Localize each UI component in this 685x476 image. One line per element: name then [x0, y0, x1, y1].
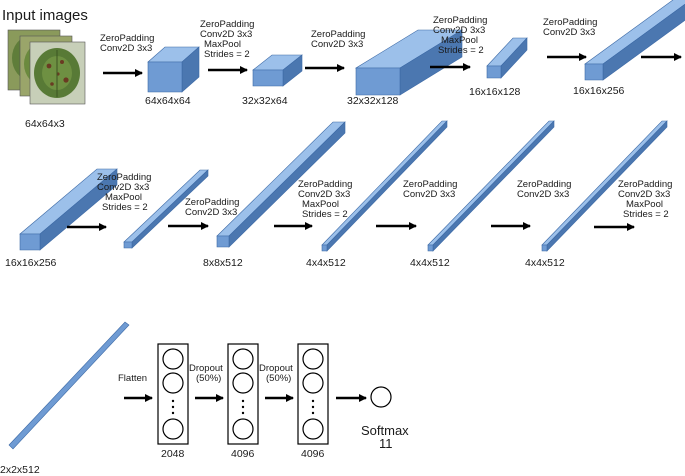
- dims-label: 32x32x128: [347, 95, 399, 107]
- dropout-label: Dropout: [259, 363, 293, 374]
- flow-arrows: [67, 53, 682, 402]
- input-dims-label: 64x64x3: [25, 118, 65, 130]
- op-label: Conv2D 3x3: [403, 189, 455, 200]
- dimension-labels: 64x64x64 32x32x64 32x32x128 16x16x128 16…: [0, 85, 625, 476]
- box-front-face: [252, 69, 284, 87]
- feature-map-box: [321, 120, 448, 252]
- op-label: Conv2D 3x3: [185, 207, 237, 218]
- dims-label: 4x4x512: [410, 257, 450, 269]
- op-label: Strides = 2: [102, 202, 148, 213]
- dropout-label: (50%): [196, 373, 221, 384]
- dense-size-label: 4096: [301, 448, 325, 460]
- dims-label: 4x4x512: [525, 257, 565, 269]
- op-label: ZeroPadding: [100, 33, 154, 44]
- dims-label: 2x2x512: [0, 464, 40, 476]
- dense-layer: [297, 343, 329, 445]
- op-label: MaxPool: [441, 35, 478, 46]
- feature-map-box: [427, 120, 555, 252]
- feature-map-box: [584, 0, 685, 81]
- neuron: [232, 348, 254, 370]
- input-images-title: Input images: [2, 7, 88, 24]
- op-label: Conv2D 3x3: [517, 189, 569, 200]
- box-front-face: [147, 61, 183, 93]
- ellipsis-dots: [171, 399, 315, 415]
- feature-map-box: [216, 121, 346, 248]
- input-image-stack: [7, 29, 86, 105]
- dims-label: 32x32x64: [242, 95, 288, 107]
- feature-map-box: [252, 54, 303, 87]
- neuron: [162, 348, 184, 370]
- dense-size-label: 4096: [231, 448, 255, 460]
- feature-maps: [19, 0, 685, 252]
- op-label: ZeroPadding: [97, 172, 151, 183]
- box-front-face: [216, 235, 230, 248]
- op-label: Strides = 2: [623, 209, 669, 220]
- neuron: [162, 418, 184, 440]
- op-label: Conv2D 3x3: [543, 27, 595, 38]
- op-label: Conv2D 3x3: [100, 43, 152, 54]
- feature-map-box: [541, 120, 668, 252]
- op-label: Conv2D 3x3: [618, 189, 670, 200]
- op-label: Conv2D 3x3: [97, 182, 149, 193]
- feature-map-box: [123, 169, 209, 249]
- op-label: MaxPool: [105, 192, 142, 203]
- output-neuron: [370, 386, 392, 408]
- op-label: ZeroPadding: [185, 197, 239, 208]
- op-label: ZeroPadding: [200, 19, 254, 30]
- dropout-label: (50%): [266, 373, 291, 384]
- op-label: ZeroPadding: [311, 29, 365, 40]
- neuron: [302, 372, 324, 394]
- op-label: ZeroPadding: [298, 179, 352, 190]
- softmax-label: Softmax: [361, 423, 409, 438]
- feature-map-box: [147, 46, 200, 93]
- op-label: Conv2D 3x3: [200, 29, 252, 40]
- box-front-face: [123, 241, 133, 249]
- final-feature-map: [8, 321, 130, 450]
- dense-size-label: 2048: [161, 448, 185, 460]
- dense-layer: [157, 343, 189, 445]
- dims-label: 16x16x256: [573, 85, 625, 97]
- op-label: MaxPool: [302, 199, 339, 210]
- box-front-face: [486, 65, 502, 79]
- neuron: [302, 348, 324, 370]
- box-front-face: [427, 244, 434, 252]
- box-front-face: [355, 67, 401, 96]
- neuron: [162, 372, 184, 394]
- op-label: Strides = 2: [302, 209, 348, 220]
- op-label: MaxPool: [626, 199, 663, 210]
- operation-labels: ZeroPadding Conv2D 3x3 ZeroPadding Conv2…: [97, 15, 672, 220]
- op-label: MaxPool: [204, 39, 241, 50]
- box-front-face: [321, 244, 328, 252]
- neuron: [232, 418, 254, 440]
- dims-label: 16x16x256: [5, 257, 57, 269]
- box-front-face: [19, 233, 41, 251]
- neuron: [302, 418, 324, 440]
- leaf-image: [29, 41, 86, 105]
- dims-label: 8x8x512: [203, 257, 243, 269]
- flatten-label: Flatten: [118, 373, 147, 384]
- dims-label: 64x64x64: [145, 95, 191, 107]
- dims-label: 16x16x128: [469, 86, 521, 98]
- op-label: ZeroPadding: [403, 179, 457, 190]
- dims-label: 4x4x512: [306, 257, 346, 269]
- op-label: ZeroPadding: [543, 17, 597, 28]
- output-count-label: 11: [379, 436, 393, 451]
- feature-map-box: [486, 37, 528, 79]
- feature-map-box: [19, 168, 118, 251]
- op-label: ZeroPadding: [618, 179, 672, 190]
- op-label: Conv2D 3x3: [311, 39, 363, 50]
- op-label: Conv2D 3x3: [433, 25, 485, 36]
- feature-map-box: [354, 29, 464, 96]
- op-label: ZeroPadding: [517, 179, 571, 190]
- op-label: Strides = 2: [438, 45, 484, 56]
- neuron: [232, 372, 254, 394]
- dense-layer: [227, 343, 259, 445]
- box-front-face: [541, 244, 548, 252]
- op-label: Conv2D 3x3: [298, 189, 350, 200]
- box-front-face: [584, 63, 604, 81]
- op-label: Strides = 2: [204, 49, 250, 60]
- dropout-label: Dropout: [189, 363, 223, 374]
- op-label: ZeroPadding: [433, 15, 487, 26]
